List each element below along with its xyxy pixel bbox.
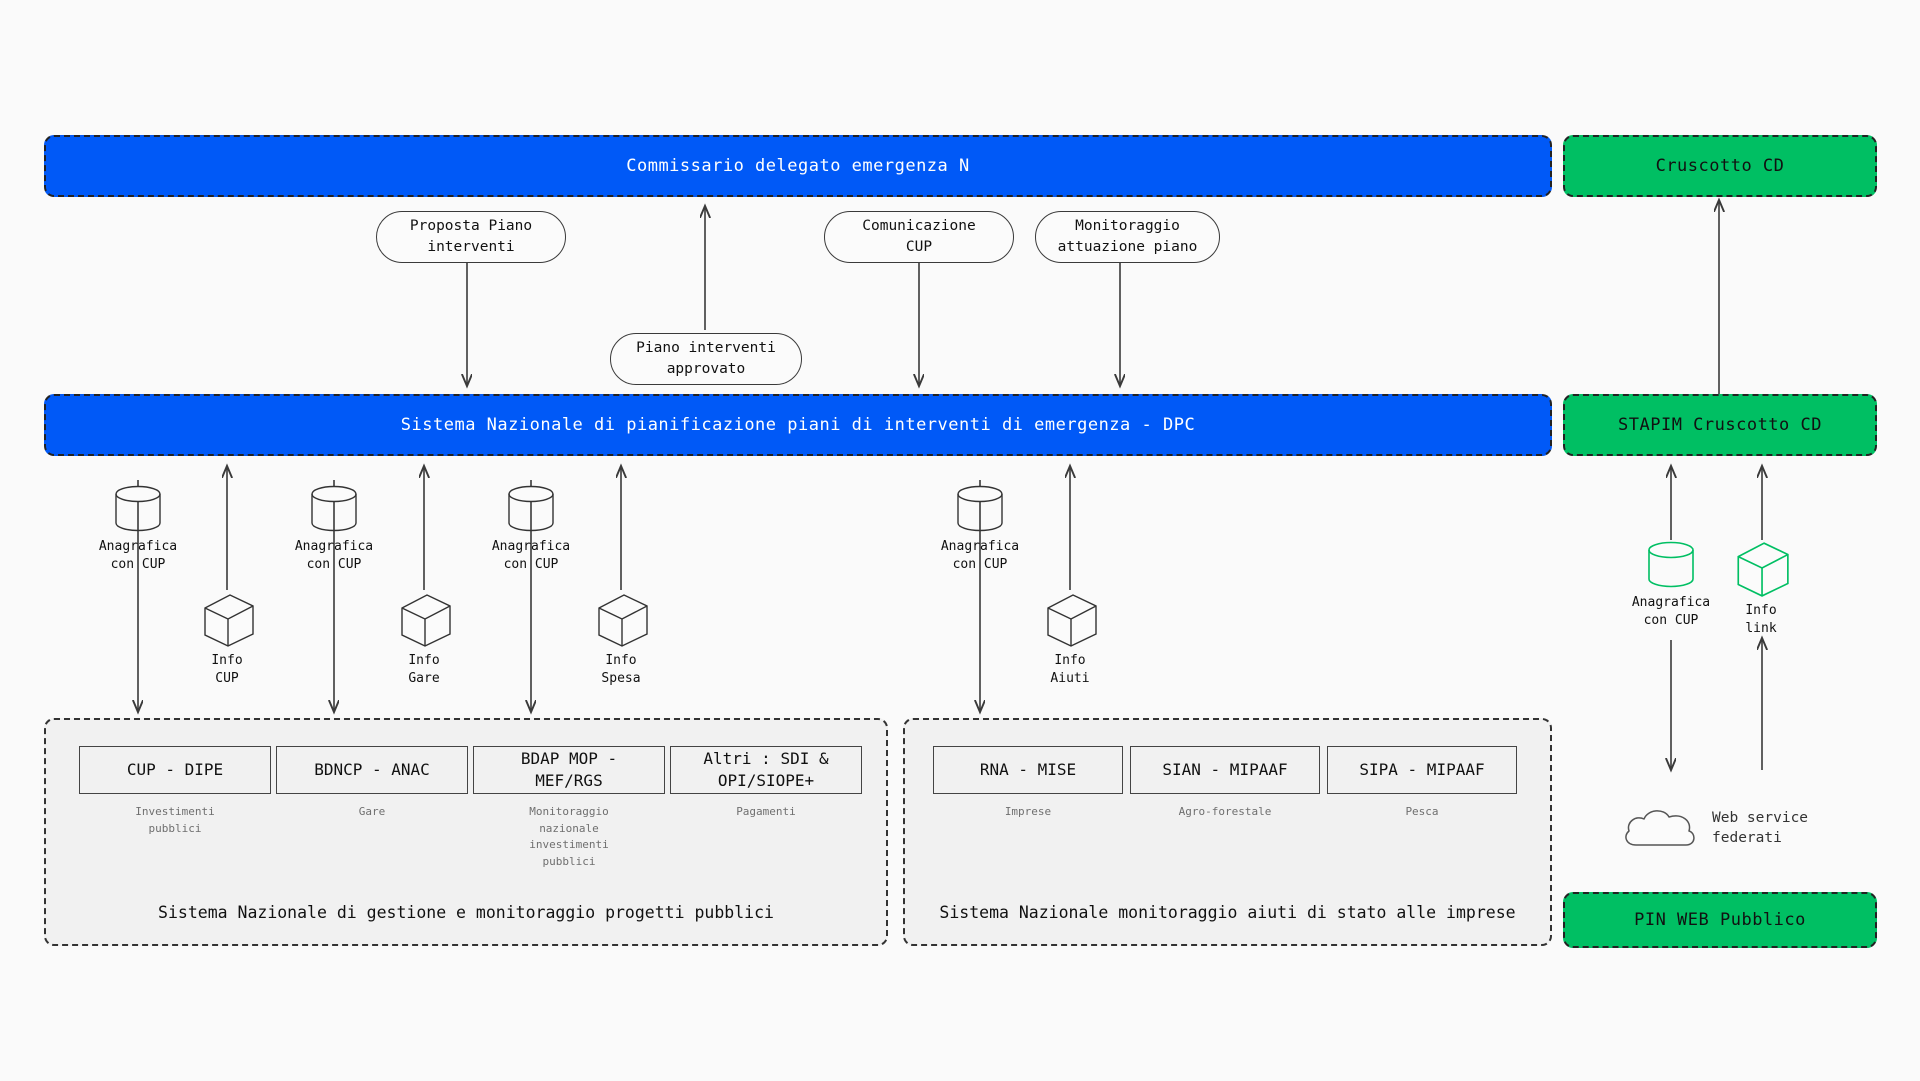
database-cylinder-icon xyxy=(311,485,357,532)
sysbox-label-altri-sdi-opi-siope: Pagamenti xyxy=(736,805,796,818)
icon-caption: Anagrafica con CUP xyxy=(491,539,571,573)
group-caption-aiuti-di-stato: Sistema Nazionale monitoraggio aiuti di … xyxy=(939,903,1516,922)
web-service-federati-node[interactable]: Web service federati xyxy=(1620,805,1808,851)
icon-node-anagrafica-con-cup-1[interactable]: Anagrafica con CUP xyxy=(98,482,178,574)
icon-caption: Anagrafica con CUP xyxy=(940,539,1020,573)
sysbox-label-cup-dipe: Investimenti pubblici xyxy=(135,805,215,835)
icon-caption: Info Spesa xyxy=(601,653,641,687)
icon-caption: Info Gare xyxy=(408,653,440,687)
icon-caption: Info CUP xyxy=(211,653,243,687)
pill-comunicazione-cup[interactable]: Comunicazione CUP xyxy=(824,211,1014,263)
icon-caption: Anagrafica con CUP xyxy=(294,539,374,573)
icon-node-anagrafica-con-cup-green[interactable]: Anagrafica con CUP xyxy=(1631,538,1711,630)
database-cylinder-icon xyxy=(508,485,554,532)
sysbox-bdap-mop-mef-rgs[interactable]: BDAP MOP - MEF/RGS xyxy=(473,746,665,794)
icon-caption: Info link xyxy=(1745,603,1777,637)
icon-node-info-aiuti[interactable]: Info Aiuti xyxy=(1030,590,1110,688)
pill-piano-interventi-approvato[interactable]: Piano interventi approvato xyxy=(610,333,802,385)
bar-commissario-delegato[interactable]: Commissario delegato emergenza N xyxy=(44,135,1552,197)
database-cylinder-icon xyxy=(1648,541,1694,588)
icon-node-anagrafica-con-cup-3[interactable]: Anagrafica con CUP xyxy=(491,482,571,574)
data-cube-icon xyxy=(401,594,451,647)
sysbox-bdncp-anac[interactable]: BDNCP - ANAC xyxy=(276,746,468,794)
sysbox-label-bdap-mop-mef-rgs: Monitoraggio nazionale investimenti pubb… xyxy=(529,805,609,868)
cloud-icon xyxy=(1625,810,1695,846)
group-caption-progetti-pubblici: Sistema Nazionale di gestione e monitora… xyxy=(158,903,774,922)
sysbox-cup-dipe[interactable]: CUP - DIPE xyxy=(79,746,271,794)
icon-node-anagrafica-con-cup-4[interactable]: Anagrafica con CUP xyxy=(940,482,1020,574)
pill-proposta-piano-interventi[interactable]: Proposta Piano interventi xyxy=(376,211,566,263)
web-service-federati-label: Web service federati xyxy=(1712,809,1809,846)
data-cube-icon xyxy=(1737,542,1789,597)
bar-cruscotto-cd[interactable]: Cruscotto CD xyxy=(1563,135,1877,197)
icon-node-info-gare[interactable]: Info Gare xyxy=(384,590,464,688)
sysbox-label-rna-mise: Imprese xyxy=(1004,805,1052,818)
bar-sistema-nazionale-pianificazione[interactable]: Sistema Nazionale di pianificazione pian… xyxy=(44,394,1552,456)
group-sistema-progetti-pubblici[interactable]: CUP - DIPE Investimenti pubblici BDNCP -… xyxy=(44,718,888,946)
icon-node-anagrafica-con-cup-2[interactable]: Anagrafica con CUP xyxy=(294,482,374,574)
group-sistema-aiuti-di-stato[interactable]: RNA - MISE Imprese SIAN - MIPAAF Agro-fo… xyxy=(903,718,1552,946)
sysbox-label-bdncp-anac: Gare xyxy=(358,805,386,818)
icon-caption: Anagrafica con CUP xyxy=(98,539,178,573)
icon-caption: Info Aiuti xyxy=(1050,653,1090,687)
sysbox-rna-mise[interactable]: RNA - MISE xyxy=(933,746,1123,794)
database-cylinder-icon xyxy=(115,485,161,532)
data-cube-icon xyxy=(598,594,648,647)
sysbox-sian-mipaaf[interactable]: SIAN - MIPAAF xyxy=(1130,746,1320,794)
sysbox-label-sian-mipaaf: Agro-forestale xyxy=(1178,805,1272,818)
pill-monitoraggio-attuazione-piano[interactable]: Monitoraggio attuazione piano xyxy=(1035,211,1220,263)
icon-caption: Anagrafica con CUP xyxy=(1631,595,1711,629)
database-cylinder-icon xyxy=(957,485,1003,532)
icon-node-info-spesa[interactable]: Info Spesa xyxy=(581,590,661,688)
icon-node-info-cup[interactable]: Info CUP xyxy=(187,590,267,688)
data-cube-icon xyxy=(1047,594,1097,647)
sysbox-label-sipa-mipaaf: Pesca xyxy=(1405,805,1439,818)
bar-pin-web-pubblico[interactable]: PIN WEB Pubblico xyxy=(1563,892,1877,948)
icon-node-info-link-green[interactable]: Info link xyxy=(1725,538,1797,638)
data-cube-icon xyxy=(204,594,254,647)
bar-stapim-cruscotto-cd[interactable]: STAPIM Cruscotto CD xyxy=(1563,394,1877,456)
sysbox-sipa-mipaaf[interactable]: SIPA - MIPAAF xyxy=(1327,746,1517,794)
sysbox-altri-sdi-opi-siope[interactable]: Altri : SDI & OPI/SIOPE+ xyxy=(670,746,862,794)
